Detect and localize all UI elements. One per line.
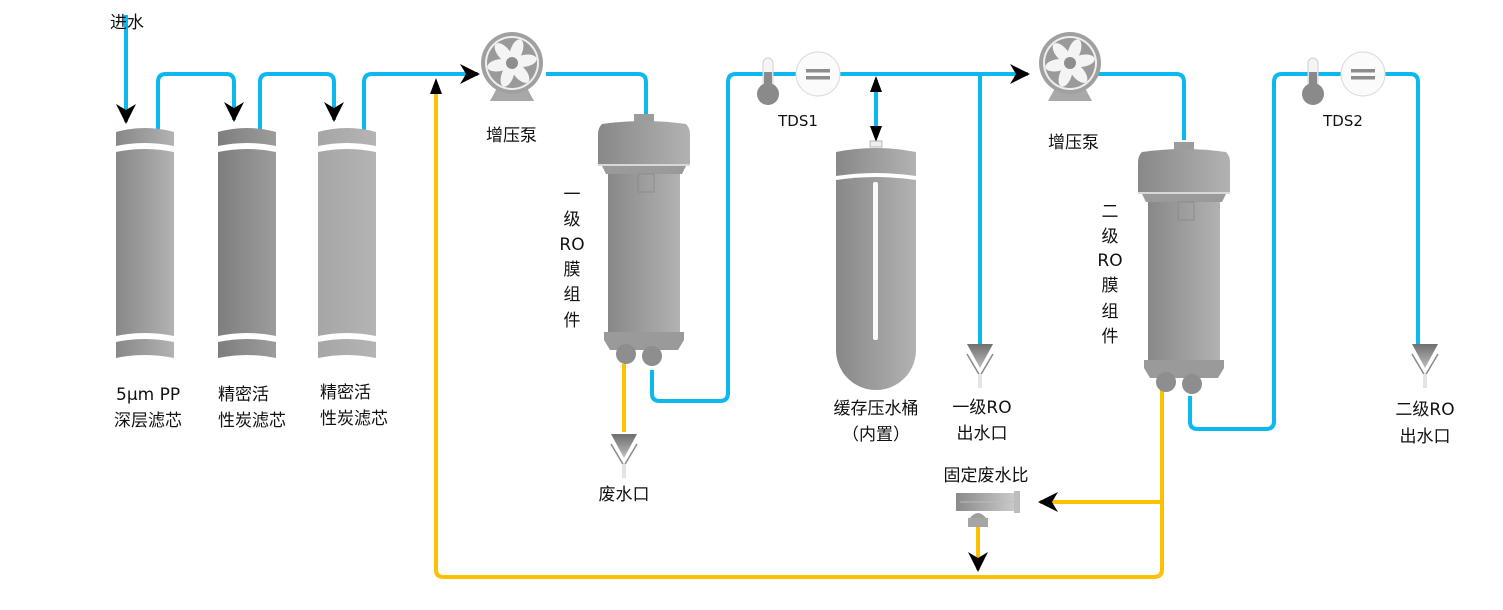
- pipe-recirculation: [434, 86, 1164, 579]
- filter-carbon-2[interactable]: [318, 128, 376, 358]
- ro1-label: 一 级 RO 膜 组 件: [559, 185, 584, 331]
- carbon-cartridge-2: [318, 128, 376, 358]
- svg-text:级: 级: [1102, 227, 1119, 247]
- waste-outlet-label: 废水口: [599, 485, 650, 505]
- ro2-label: 二 级 RO 膜 组 件: [1097, 202, 1122, 347]
- svg-text:件: 件: [1102, 327, 1119, 347]
- pump1-label: 增压泵: [486, 126, 537, 146]
- pipe-pump1-to-ro1: [546, 72, 648, 118]
- pump2-label: 增压泵: [1048, 133, 1099, 153]
- svg-text:RO: RO: [559, 235, 584, 255]
- tank-cap: [836, 148, 916, 176]
- pipe-ro1-to-pump2: [650, 64, 1030, 403]
- funnel-icon: [966, 343, 994, 389]
- svg-text:膜: 膜: [564, 260, 581, 280]
- ro-housing-2: [1137, 141, 1231, 395]
- ro2-outlet-label-line1: 二级RO: [1395, 400, 1454, 420]
- ratio-valve-label: 固定废水比: [944, 466, 1029, 486]
- fan-icon: [481, 32, 543, 101]
- filter-carbon-1[interactable]: [218, 128, 276, 358]
- recirc-arrow: [430, 78, 442, 94]
- filter2-label-line1: 精密活: [218, 385, 269, 405]
- booster-pump-1[interactable]: [481, 32, 543, 101]
- tds-sensor-1[interactable]: [756, 51, 841, 106]
- filter3-label-line1: 精密活: [320, 383, 371, 403]
- svg-text:RO: RO: [1097, 251, 1122, 271]
- svg-text:二: 二: [1102, 202, 1119, 222]
- filter3-label-line2: 性炭滤芯: [320, 409, 388, 429]
- filter1-label-line2: 深层滤芯: [114, 411, 182, 431]
- tds-sensor-2[interactable]: [1301, 51, 1386, 106]
- ro-module-1[interactable]: [597, 113, 691, 367]
- pp-cartridge: [116, 128, 174, 358]
- tank-tube: [873, 182, 878, 340]
- tds1-label: TDS1: [777, 112, 818, 130]
- thermometer-gauge-icon: [1301, 51, 1386, 106]
- waste-outlet[interactable]: [610, 433, 638, 479]
- tank-label-line1: 缓存压水桶: [834, 399, 919, 419]
- ro1-outlet[interactable]: [966, 343, 994, 389]
- pipe-pump2-to-ro2: [1098, 72, 1186, 140]
- ro2-outlet-label-line2: 出水口: [1400, 427, 1451, 447]
- pipe-filter1-to-filter2: [156, 72, 244, 130]
- ro-module-2[interactable]: [1137, 141, 1231, 395]
- carbon-cartridge-1: [218, 128, 276, 358]
- tank-port: [869, 140, 883, 148]
- inlet-label: 进水: [110, 13, 144, 33]
- pure-water-pipes: [116, 15, 1420, 431]
- svg-text:件: 件: [564, 311, 581, 331]
- tank-arrow-down: [870, 126, 882, 142]
- funnel-icon: [610, 433, 638, 479]
- booster-pump-2[interactable]: [1039, 32, 1101, 101]
- svg-text:一: 一: [564, 185, 581, 205]
- svg-text:组: 组: [1102, 302, 1119, 322]
- tds2-label: TDS2: [1322, 112, 1363, 130]
- ro1-outlet-label-line1: 一级RO: [952, 398, 1011, 418]
- pipe-filter2-to-filter3: [258, 72, 344, 130]
- pipe-ro2-to-outlet: [1188, 72, 1420, 431]
- ro2-outlet[interactable]: [1411, 343, 1439, 389]
- thermometer-gauge-icon: [756, 51, 841, 106]
- svg-text:组: 组: [564, 285, 581, 305]
- tank-arrow-up: [870, 76, 882, 92]
- svg-text:膜: 膜: [1102, 276, 1119, 296]
- waste-water-pipes: [430, 78, 1164, 579]
- filter1-label-line1: 5μm PP: [116, 385, 180, 405]
- fan-icon: [1039, 32, 1101, 101]
- tank-label-line2: （内置）: [842, 425, 910, 445]
- svg-text:级: 级: [564, 210, 581, 230]
- filter-pp[interactable]: [116, 128, 174, 358]
- filter2-label-line2: 性炭滤芯: [218, 411, 286, 431]
- pressure-tank[interactable]: [836, 140, 916, 390]
- ro1-outlet-label-line2: 出水口: [957, 424, 1008, 444]
- funnel-icon: [1411, 343, 1439, 389]
- waste-ratio-valve[interactable]: [956, 491, 1020, 527]
- ro-housing-1: [597, 113, 691, 367]
- pipe-filter3-to-pump1: [362, 64, 480, 130]
